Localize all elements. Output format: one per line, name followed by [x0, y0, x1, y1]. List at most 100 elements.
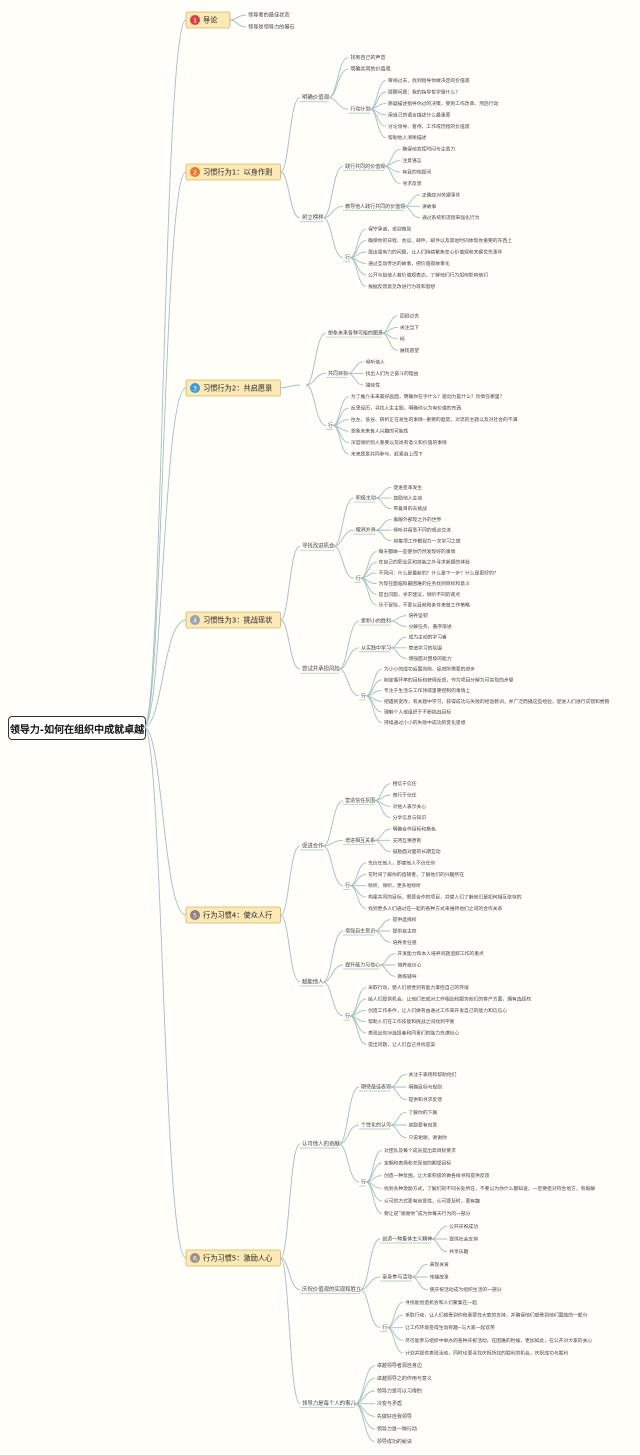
leaf-item[interactable]: 想象未来各人兴趣的可能性 — [351, 428, 409, 435]
leaf-item[interactable]: 构建共同的目标，需要合作的项目，并使人们了解他们是如何相互依存的 — [368, 894, 522, 901]
leaf-item[interactable]: 开发能力和本人培养问题追踪工作的重点 — [397, 950, 484, 957]
leaf-item[interactable]: 寻求反馈 — [402, 180, 421, 187]
subgroup-label[interactable]: 增强自主意识 — [345, 928, 375, 935]
leaf-item[interactable]: 专注于生活与工作领域里要控制的事情上 — [384, 687, 471, 694]
subgroup-label[interactable]: 个性化的认可 — [361, 1122, 391, 1129]
leaf-item[interactable]: 领导成功的秘诀 — [377, 1438, 412, 1445]
section-label[interactable]: 导论 — [203, 16, 218, 25]
leaf-item[interactable]: 使庆祝活动成为组织生活的一部分 — [430, 1286, 502, 1293]
subgroup-label[interactable]: 想象未来各种可能的图景 — [328, 330, 383, 337]
leaf-item[interactable]: 让工作环境变得生动有趣--与大家一起欢笑 — [405, 1324, 495, 1331]
leaf-item[interactable]: 有目的地提问 — [402, 169, 431, 176]
root-node[interactable]: 领导力-如何在组织中成就卓越 — [8, 716, 146, 740]
subgroup-label[interactable]: 积极主动 — [356, 495, 376, 502]
leaf-item[interactable]: 提出强有力的问题，让人们持续聚焦在心价值观和关键优先事件 — [368, 249, 503, 256]
leaf-item[interactable]: 着眼外部现之外的世界 — [393, 516, 441, 523]
leaf-item[interactable]: 根据反馈意见改进行为或和思想 — [368, 283, 435, 290]
group-label[interactable]: 尝试并承担风险 — [302, 665, 340, 673]
leaf-item[interactable]: 关注于表扬和帮助他们 — [408, 1071, 456, 1078]
leaf-item[interactable]: 奖励要有创意 — [408, 1122, 437, 1129]
leaf-item[interactable]: 提供自主权 — [393, 928, 417, 935]
leaf-item[interactable]: 花时间了解你的追随者，了解他们的兴趣所在 — [368, 871, 464, 878]
subgroup-label[interactable]: 行 — [382, 1324, 387, 1331]
subgroup-label[interactable]: 眼界外界 — [356, 527, 376, 534]
subgroup-label[interactable]: 行 — [361, 692, 366, 699]
subgroup-label[interactable]: 从实践中学习 — [361, 644, 391, 651]
group-label[interactable]: 赋能他人 — [302, 978, 324, 986]
leaf-item[interactable]: 理解个人或组织于不断挑战目标 — [384, 708, 451, 715]
leaf-item[interactable]: 给人们提供机会，让他们在或对工作相应和服务他们的客户方面，拥有选择权 — [368, 996, 531, 1003]
leaf-item[interactable]: 明确目标与规则 — [408, 1084, 442, 1091]
leaf-item[interactable]: 深度倾听别人重要以及尚有意义和价值的事情 — [351, 439, 447, 446]
leaf-item[interactable]: 把遇到变改，有关题中学习，获得成功与失败的经验教训，并广泛而播这些经验，促进人们… — [384, 698, 610, 705]
leaf-item[interactable]: 正确应对关键事件 — [422, 191, 461, 198]
subgroup-label[interactable]: 共同目标 — [328, 370, 348, 377]
leaf-item[interactable]: 卓越领导之的作用与意义 — [377, 1375, 432, 1382]
group-label[interactable]: 庆祝价值观的实现和胜立 — [302, 1285, 362, 1293]
leaf-item[interactable]: 明确共同的价值观 — [350, 66, 390, 73]
section-label[interactable]: 习惯性为3：挑战现状 — [203, 616, 272, 625]
subgroup-label[interactable]: 创造一种集体主义精神 — [382, 1236, 432, 1243]
leaf-item[interactable]: 计划并提供表现活动，同时也要寻找庆祝所找的胜利的机会，庆祝成功与胜利 — [405, 1350, 568, 1357]
subgroup-label[interactable]: 行 — [345, 1013, 350, 1020]
leaf-item[interactable]: 领导者的最佳状态 — [248, 11, 290, 19]
group-label[interactable]: 明确价值观 — [302, 93, 330, 101]
subgroup-label[interactable]: 亲身参与活动 — [382, 1274, 412, 1281]
leaf-item[interactable]: 乐于冒险，不要以目前和条件来做工作策略 — [379, 602, 470, 609]
leaf-item[interactable]: 鼓励面对面的长期互动 — [393, 848, 441, 855]
subgroup-label[interactable]: 期待最佳表现 — [361, 1084, 391, 1091]
group-label[interactable]: 认可他人的贡献 — [302, 1140, 340, 1148]
leaf-item[interactable]: 倾 — [400, 335, 405, 342]
leaf-item[interactable]: 注意语言 — [402, 157, 421, 164]
leaf-item[interactable]: 为现在面临和最困难的任务找到目标和意义 — [379, 580, 470, 587]
leaf-item[interactable]: 往左、低谷、研析正在发生的事情--重要的趋势，对流的主题以及对社会的不满 — [351, 416, 518, 423]
leaf-item[interactable]: 提供社会支持 — [449, 1236, 478, 1243]
subgroup-label[interactable]: 累积小的胜利 — [361, 618, 391, 625]
leaf-item[interactable]: 提出问题，让人们自己寻找答案 — [368, 1041, 435, 1048]
leaf-item[interactable]: 倾听，倾听，更多地倾听 — [368, 882, 421, 889]
leaf-item[interactable]: 先做好自我领导 — [377, 1413, 412, 1420]
leaf-item[interactable]: 共享乐趣 — [449, 1248, 468, 1255]
leaf-item[interactable]: 寻找能创造机会和人们聚集在一起 — [405, 1299, 477, 1306]
leaf-item[interactable]: 提供选择权 — [393, 916, 417, 923]
leaf-item[interactable]: 讨论领导、看待、工作或历程的价值观 — [388, 123, 470, 130]
leaf-item[interactable]: 倾听并留意不同的观点交流 — [393, 527, 451, 534]
leaf-item[interactable]: 定期和表扬和兑现他的期望目标 — [384, 1160, 451, 1167]
subgroup-label[interactable]: 行 — [345, 254, 350, 261]
leaf-item[interactable]: 不同问：什么是最新的？什么是下一步？什么是更好的？ — [379, 569, 499, 576]
leaf-item[interactable]: 反思经历，寻找人生主题，明确你认为有价值的东西 — [351, 405, 462, 412]
leaf-item[interactable]: 确保你的日程、会议、邮件、邮件以及其他时间体现你重要的东西上 — [368, 237, 512, 244]
subgroup-label[interactable]: 提升能力与信心 — [345, 962, 380, 969]
leaf-item[interactable]: 提出问题，寻求建议，倾听不同的观点 — [379, 591, 461, 598]
subgroup-label[interactable]: 行 — [328, 422, 333, 429]
leaf-item[interactable]: 教练辅导 — [397, 973, 416, 980]
leaf-item[interactable]: 找到多种激励方式，了解们的不同长处所在，不要以为你什么都知道，一定要担对符合地方… — [384, 1185, 595, 1192]
leaf-item[interactable]: 审视过去，找到指导你做决定的价值观 — [388, 77, 470, 84]
leaf-item[interactable]: 卓越领导者源自身边 — [377, 1362, 422, 1369]
leaf-item[interactable]: 先信任他人，即使他人不信任你 — [368, 860, 435, 867]
leaf-item[interactable]: 采取行动，使人们感觉到有能力掌控自己的环境 — [368, 984, 469, 991]
leaf-item[interactable]: 成为主动的学习者 — [408, 634, 447, 641]
leaf-item[interactable]: 找到更多人们通过在一起的各种方式来维持他们之间的合作关系 — [368, 905, 503, 912]
leaf-item[interactable]: 提醒问题：我的指导哲学是什么？ — [388, 89, 460, 96]
leaf-item[interactable]: 领导力是可以习得的 — [377, 1388, 422, 1395]
leaf-item[interactable]: 每天都做一些使你仍然发现好的事情 — [379, 548, 456, 555]
group-label[interactable]: 树立榜样 — [302, 213, 324, 221]
subgroup-label[interactable]: 营造信任氛围 — [345, 797, 375, 804]
leaf-item[interactable]: 支持互惠原则 — [393, 837, 422, 844]
leaf-item[interactable]: 讲故事 — [422, 203, 437, 210]
leaf-item[interactable]: 未来愿景共同参与，赶紧自上而下 — [351, 451, 423, 458]
leaf-item[interactable]: 找出人们为之奋斗的理由 — [366, 370, 419, 377]
leaf-item[interactable]: 冷变与矛盾 — [377, 1400, 402, 1407]
leaf-item[interactable]: 倾听他人 — [366, 358, 385, 365]
leaf-item[interactable]: 首行于信任 — [393, 792, 417, 799]
leaf-item[interactable]: 领导力是一种行动 — [377, 1426, 417, 1433]
leaf-item[interactable]: 持续通过小小的失败中成功的变化思想 — [384, 719, 466, 726]
leaf-item[interactable]: 关注当下 — [400, 324, 419, 331]
leaf-item[interactable]: 培养坚韧 — [408, 612, 427, 619]
leaf-item[interactable]: 创造工作条件，让人们做有由通过工作来开发自己的能力和信信心 — [368, 1007, 507, 1014]
